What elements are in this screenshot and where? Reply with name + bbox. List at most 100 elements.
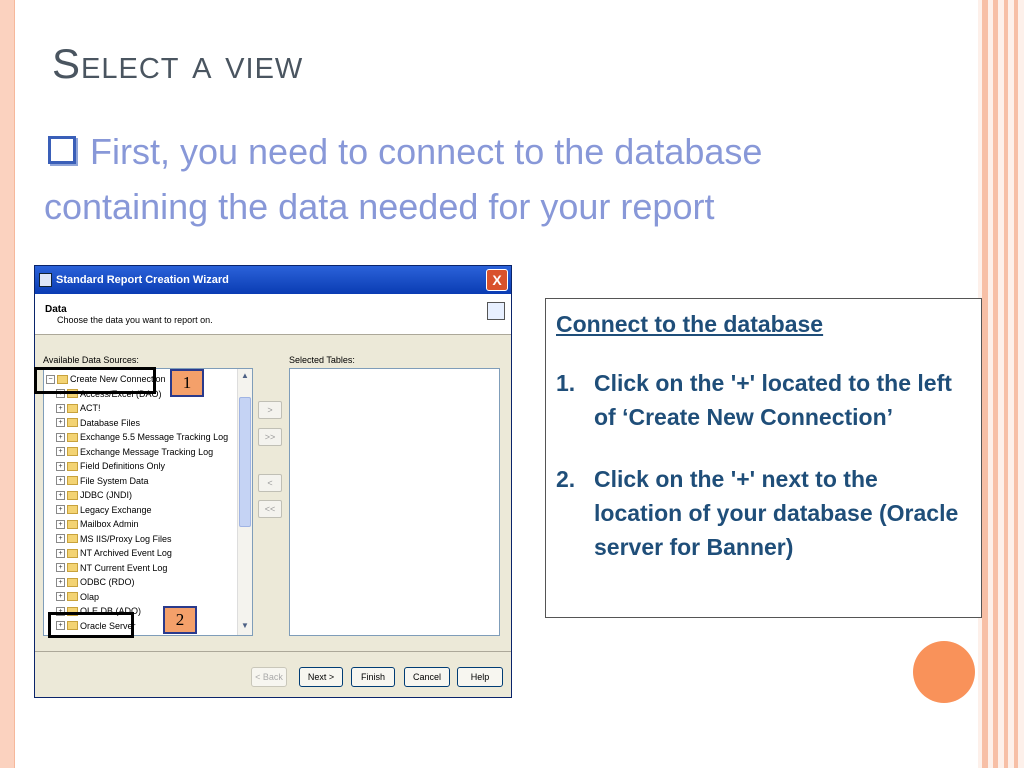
tree-list: −Create New Connection+Access/Excel (DAO… <box>44 369 252 633</box>
callout-1: 1 <box>170 369 204 397</box>
tree-item-label: ODBC (RDO) <box>80 577 135 588</box>
highlight-create-connection <box>34 367 156 394</box>
expand-icon[interactable]: + <box>56 534 65 544</box>
available-sources-tree[interactable]: −Create New Connection+Access/Excel (DAO… <box>43 368 253 636</box>
expand-icon[interactable]: + <box>56 432 65 442</box>
tree-item[interactable]: + Database Files <box>46 416 252 431</box>
header-subtitle: Choose the data you want to report on. <box>57 315 213 325</box>
expand-icon[interactable]: + <box>56 548 65 558</box>
step-text: Click on the '+' next to the location of… <box>594 466 959 560</box>
bullet-text: First, you need to connect to the databa… <box>44 131 763 227</box>
tree-item[interactable]: + Exchange Message Tracking Log <box>46 445 252 460</box>
slide-title: Select a view <box>52 40 304 87</box>
tree-item-label: Oracle Server <box>80 620 136 631</box>
expand-icon[interactable]: + <box>56 621 65 631</box>
close-icon[interactable]: X <box>486 269 508 291</box>
finish-button[interactable]: Finish <box>351 667 395 687</box>
wizard-header: Data Choose the data you want to report … <box>35 294 511 335</box>
tree-item[interactable]: + Oracle Server <box>46 619 252 634</box>
tree-item[interactable]: +Field Definitions Only <box>46 459 252 474</box>
expand-icon[interactable]: + <box>56 418 65 428</box>
tree-item[interactable]: − Create New Connection <box>46 372 252 387</box>
expand-icon[interactable]: + <box>56 403 65 413</box>
checkbox-bullet-icon <box>48 136 76 165</box>
tree-item[interactable]: +Legacy Exchange <box>46 503 252 518</box>
help-button[interactable]: Help <box>457 667 503 687</box>
tree-item-label: Mailbox Admin <box>80 519 139 530</box>
expand-icon[interactable]: + <box>56 577 65 587</box>
tree-scrollbar[interactable]: ▲ ▼ <box>237 369 252 635</box>
folder-icon <box>67 563 78 573</box>
tree-item[interactable]: + MS IIS/Proxy Log Files <box>46 532 252 547</box>
cancel-button[interactable]: Cancel <box>404 667 450 687</box>
expand-icon[interactable]: + <box>56 490 65 500</box>
tree-item[interactable]: + JDBC (JNDI) <box>46 488 252 503</box>
tree-item[interactable]: + NT Current Event Log <box>46 561 252 576</box>
folder-icon <box>67 592 78 602</box>
step-text: Click on the '+' located to the left of … <box>594 370 952 430</box>
step-number: 1. <box>556 370 576 396</box>
collapse-icon[interactable]: − <box>46 374 55 384</box>
scroll-thumb[interactable] <box>239 397 251 527</box>
folder-icon <box>67 490 78 500</box>
expand-icon[interactable]: + <box>56 563 65 573</box>
expand-icon[interactable]: + <box>56 505 65 515</box>
back-button[interactable]: < Back <box>251 667 287 687</box>
right-stripe-1 <box>982 0 988 768</box>
folder-icon <box>67 418 78 428</box>
left-frame-line <box>14 0 15 768</box>
tree-item[interactable]: + Exchange 5.5 Message Tracking Log <box>46 430 252 445</box>
tree-item-label: NT Archived Event Log <box>80 548 172 559</box>
expand-icon[interactable]: + <box>56 592 65 602</box>
folder-icon <box>67 476 78 486</box>
expand-icon[interactable]: + <box>56 606 65 616</box>
data-source-icon <box>487 302 505 320</box>
folder-icon <box>67 606 78 616</box>
scroll-down-icon[interactable]: ▼ <box>241 621 249 630</box>
tree-item[interactable]: + Olap <box>46 590 252 605</box>
available-sources-label: Available Data Sources: <box>43 355 139 365</box>
tree-item[interactable]: + Mailbox Admin <box>46 517 252 532</box>
tree-item-label: MS IIS/Proxy Log Files <box>80 533 172 544</box>
remove-table-button[interactable]: < <box>258 474 282 492</box>
expand-icon[interactable]: + <box>56 447 65 457</box>
decorative-orange-circle <box>913 641 975 703</box>
wizard-title: Standard Report Creation Wizard <box>56 274 229 286</box>
folder-icon <box>67 447 78 457</box>
folder-icon <box>67 519 78 529</box>
expand-icon[interactable]: + <box>56 461 65 471</box>
instruction-box: Connect to the database 1. Click on the … <box>545 298 982 618</box>
add-table-button[interactable]: > <box>258 401 282 419</box>
tree-item-label: File System Data <box>80 475 149 486</box>
instruction-step: 1. Click on the '+' located to the left … <box>556 366 971 434</box>
tree-item-label: JDBC (JNDI) <box>80 490 132 501</box>
tree-item-label: NT Current Event Log <box>80 562 168 573</box>
selected-tables-label: Selected Tables: <box>289 355 355 365</box>
selected-tables-list[interactable] <box>289 368 500 636</box>
right-stripe-3 <box>1004 0 1008 768</box>
slide-bullet: First, you need to connect to the databa… <box>44 124 924 234</box>
step-number: 2. <box>556 466 576 492</box>
wizard-titlebar: Standard Report Creation Wizard X <box>35 266 511 294</box>
remove-all-tables-button[interactable]: << <box>258 500 282 518</box>
tree-item[interactable]: +ACT! <box>46 401 252 416</box>
tree-item[interactable]: +OLE DB (ADO) <box>46 604 252 619</box>
right-stripe-4 <box>1014 0 1018 768</box>
button-separator <box>35 651 511 652</box>
expand-icon[interactable]: + <box>56 519 65 529</box>
tree-item[interactable]: + NT Archived Event Log <box>46 546 252 561</box>
tree-item-label: Olap <box>80 591 100 602</box>
tree-item-label: Create New Connection <box>70 374 166 385</box>
tree-item-label: Exchange Message Tracking Log <box>80 446 214 457</box>
tree-item-label: Database Files <box>80 417 141 428</box>
instruction-step: 2. Click on the '+' next to the location… <box>556 462 971 564</box>
scroll-up-icon[interactable]: ▲ <box>241 371 249 380</box>
next-button[interactable]: Next > <box>299 667 343 687</box>
instruction-heading: Connect to the database <box>556 311 824 337</box>
wizard-window: Standard Report Creation Wizard X Data C… <box>34 265 512 698</box>
tree-item[interactable]: + File System Data <box>46 474 252 489</box>
tree-item-label: Exchange 5.5 Message Tracking Log <box>80 432 229 443</box>
tree-item[interactable]: + ODBC (RDO) <box>46 575 252 590</box>
expand-icon[interactable]: + <box>56 476 65 486</box>
add-all-tables-button[interactable]: >> <box>258 428 282 446</box>
